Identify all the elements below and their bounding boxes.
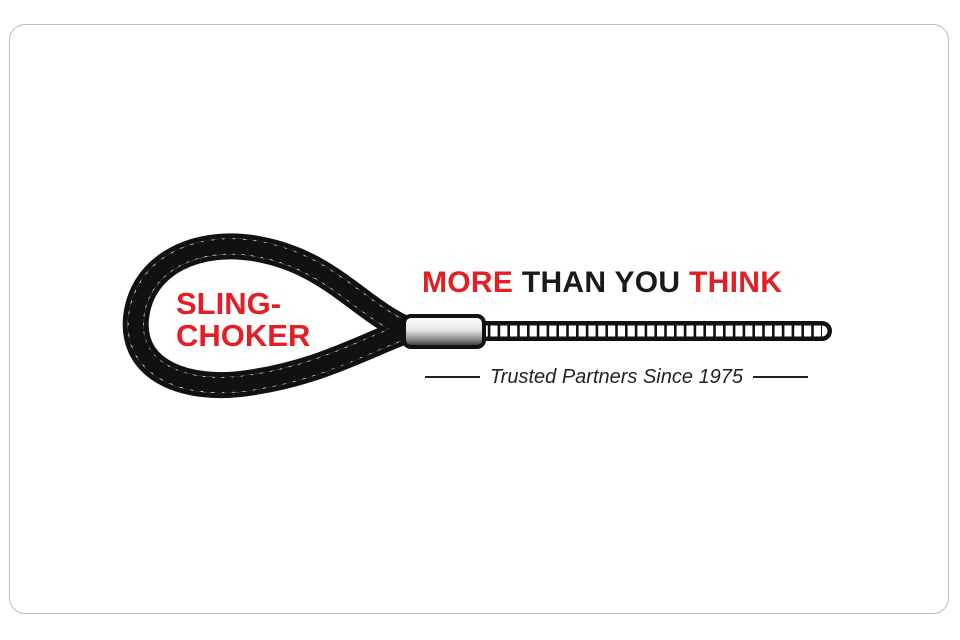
ferrule-sleeve-icon [402,314,486,349]
slogan-word-think: THINK [689,266,783,299]
tagline-text: Trusted Partners Since 1975 [480,366,753,389]
brand-name-line-2: CHOKER [176,318,311,353]
slogan-words-than-you: THAN YOU [521,266,681,299]
tagline-prefix: Trusted Partners Since [489,365,693,388]
tagline-right-rule [753,376,809,378]
tagline-left-rule [425,376,480,378]
slogan-headline: MORE THAN YOU THINK [422,268,782,298]
brand-name-line-1: SLING- [176,286,282,321]
slogan-word-more: MORE [422,266,514,299]
tagline-year: 1975 [698,365,744,388]
tagline: Trusted Partners Since 1975 [425,364,809,390]
